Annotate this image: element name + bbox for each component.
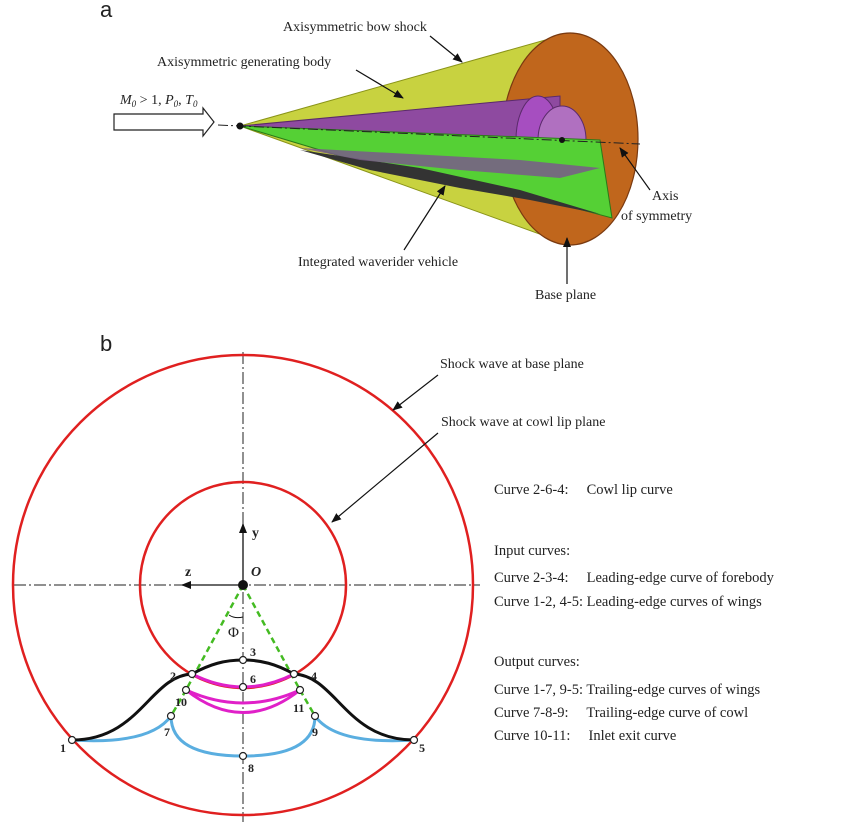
legend-input-2: Curve 1-2, 4-5: Leading-edge curves of w…: [494, 594, 762, 610]
panel-a-letter: a: [100, 0, 113, 22]
waverider-upper-surface: [300, 148, 600, 178]
y-axis-label: y: [252, 526, 259, 541]
point-1: [67, 735, 77, 745]
base-center-point: [559, 137, 565, 143]
bow-shock-leader: [429, 35, 463, 63]
curve-points: [67, 655, 419, 761]
axis-label-line1: Axis: [652, 189, 678, 204]
legend-output-1: Curve 1-7, 9-5: Trailing-edge curves of …: [494, 682, 761, 698]
ray-10-to-7: [169, 689, 188, 717]
point-2: [187, 669, 197, 679]
panel-b-letter: b: [100, 331, 112, 356]
point-label-5: 5: [419, 741, 425, 755]
legend-cowl-lip: Curve 2-6-4: Cowl lip curve: [494, 482, 673, 498]
freestream-arrow: [113, 106, 215, 138]
z-axis-label: z: [185, 565, 191, 580]
panel-b: b: [11, 331, 775, 822]
point-5: [409, 735, 419, 745]
point-label-9: 9: [312, 725, 318, 739]
axis-leader: [619, 147, 651, 191]
legend-input-1: Curve 2-3-4: Leading-edge curve of foreb…: [494, 570, 775, 586]
phi-arc: [228, 614, 244, 619]
freestream-label: M0 > 1, P0, T0: [119, 93, 198, 109]
ray-11-to-9: [298, 689, 317, 717]
curve-1-7: [71, 715, 173, 743]
waverider-dark-surface: [300, 150, 600, 214]
point-label-6: 6: [250, 672, 256, 686]
waverider-label: Integrated waverider vehicle: [298, 255, 458, 270]
point-6: [238, 682, 248, 692]
point-4: [289, 669, 299, 679]
point-10: [181, 685, 191, 695]
apex-point: [236, 122, 244, 130]
waverider-leader: [403, 185, 446, 251]
generating-body-label: Axisymmetric generating body: [157, 55, 331, 70]
point-11: [295, 685, 305, 695]
legend-output-3: Curve 10-11: Inlet exit curve: [494, 728, 676, 744]
shock-cowl-leader: [331, 432, 439, 523]
curve-legend: Curve 2-6-4: Cowl lip curve Input curves…: [494, 482, 775, 744]
point-8: [238, 751, 248, 761]
curve-10-11: [185, 688, 301, 714]
point-7: [166, 711, 176, 721]
shock-wave-base-plane: [11, 353, 475, 817]
legend-output-2: Curve 7-8-9: Trailing-edge curve of cowl: [494, 705, 748, 721]
point-label-3: 3: [250, 645, 256, 659]
shock-base-label: Shock wave at base plane: [440, 357, 584, 372]
point-label-11: 11: [293, 701, 304, 715]
phi-label: Φ: [228, 625, 239, 641]
panel-a: a M0 > 1, P0, T0 Axisymmetric bow shock …: [100, 0, 692, 303]
shock-base-leader: [392, 374, 439, 411]
point-label-10: 10: [175, 695, 187, 709]
shock-cowl-label: Shock wave at cowl lip plane: [441, 415, 605, 430]
base-plane-label: Base plane: [535, 288, 596, 303]
axis-of-symmetry-line: [217, 124, 641, 145]
curve-9-5: [313, 715, 415, 743]
legend-input-heading: Input curves:: [494, 543, 570, 559]
point-label-4: 4: [311, 669, 317, 683]
generating-body-leader: [355, 69, 404, 99]
point-label-7: 7: [164, 725, 170, 739]
point-9: [310, 711, 320, 721]
point-label-1: 1: [60, 741, 66, 755]
origin-point: [238, 580, 248, 590]
curve-10-11-inner: [185, 688, 301, 705]
point-label-8: 8: [248, 761, 254, 775]
legend-output-heading: Output curves:: [494, 654, 580, 670]
axis-label-line2: of symmetry: [621, 209, 692, 224]
origin-label: O: [251, 565, 261, 580]
bow-shock-label: Axisymmetric bow shock: [283, 20, 427, 35]
point-label-2: 2: [170, 669, 176, 683]
point-3: [238, 655, 248, 665]
